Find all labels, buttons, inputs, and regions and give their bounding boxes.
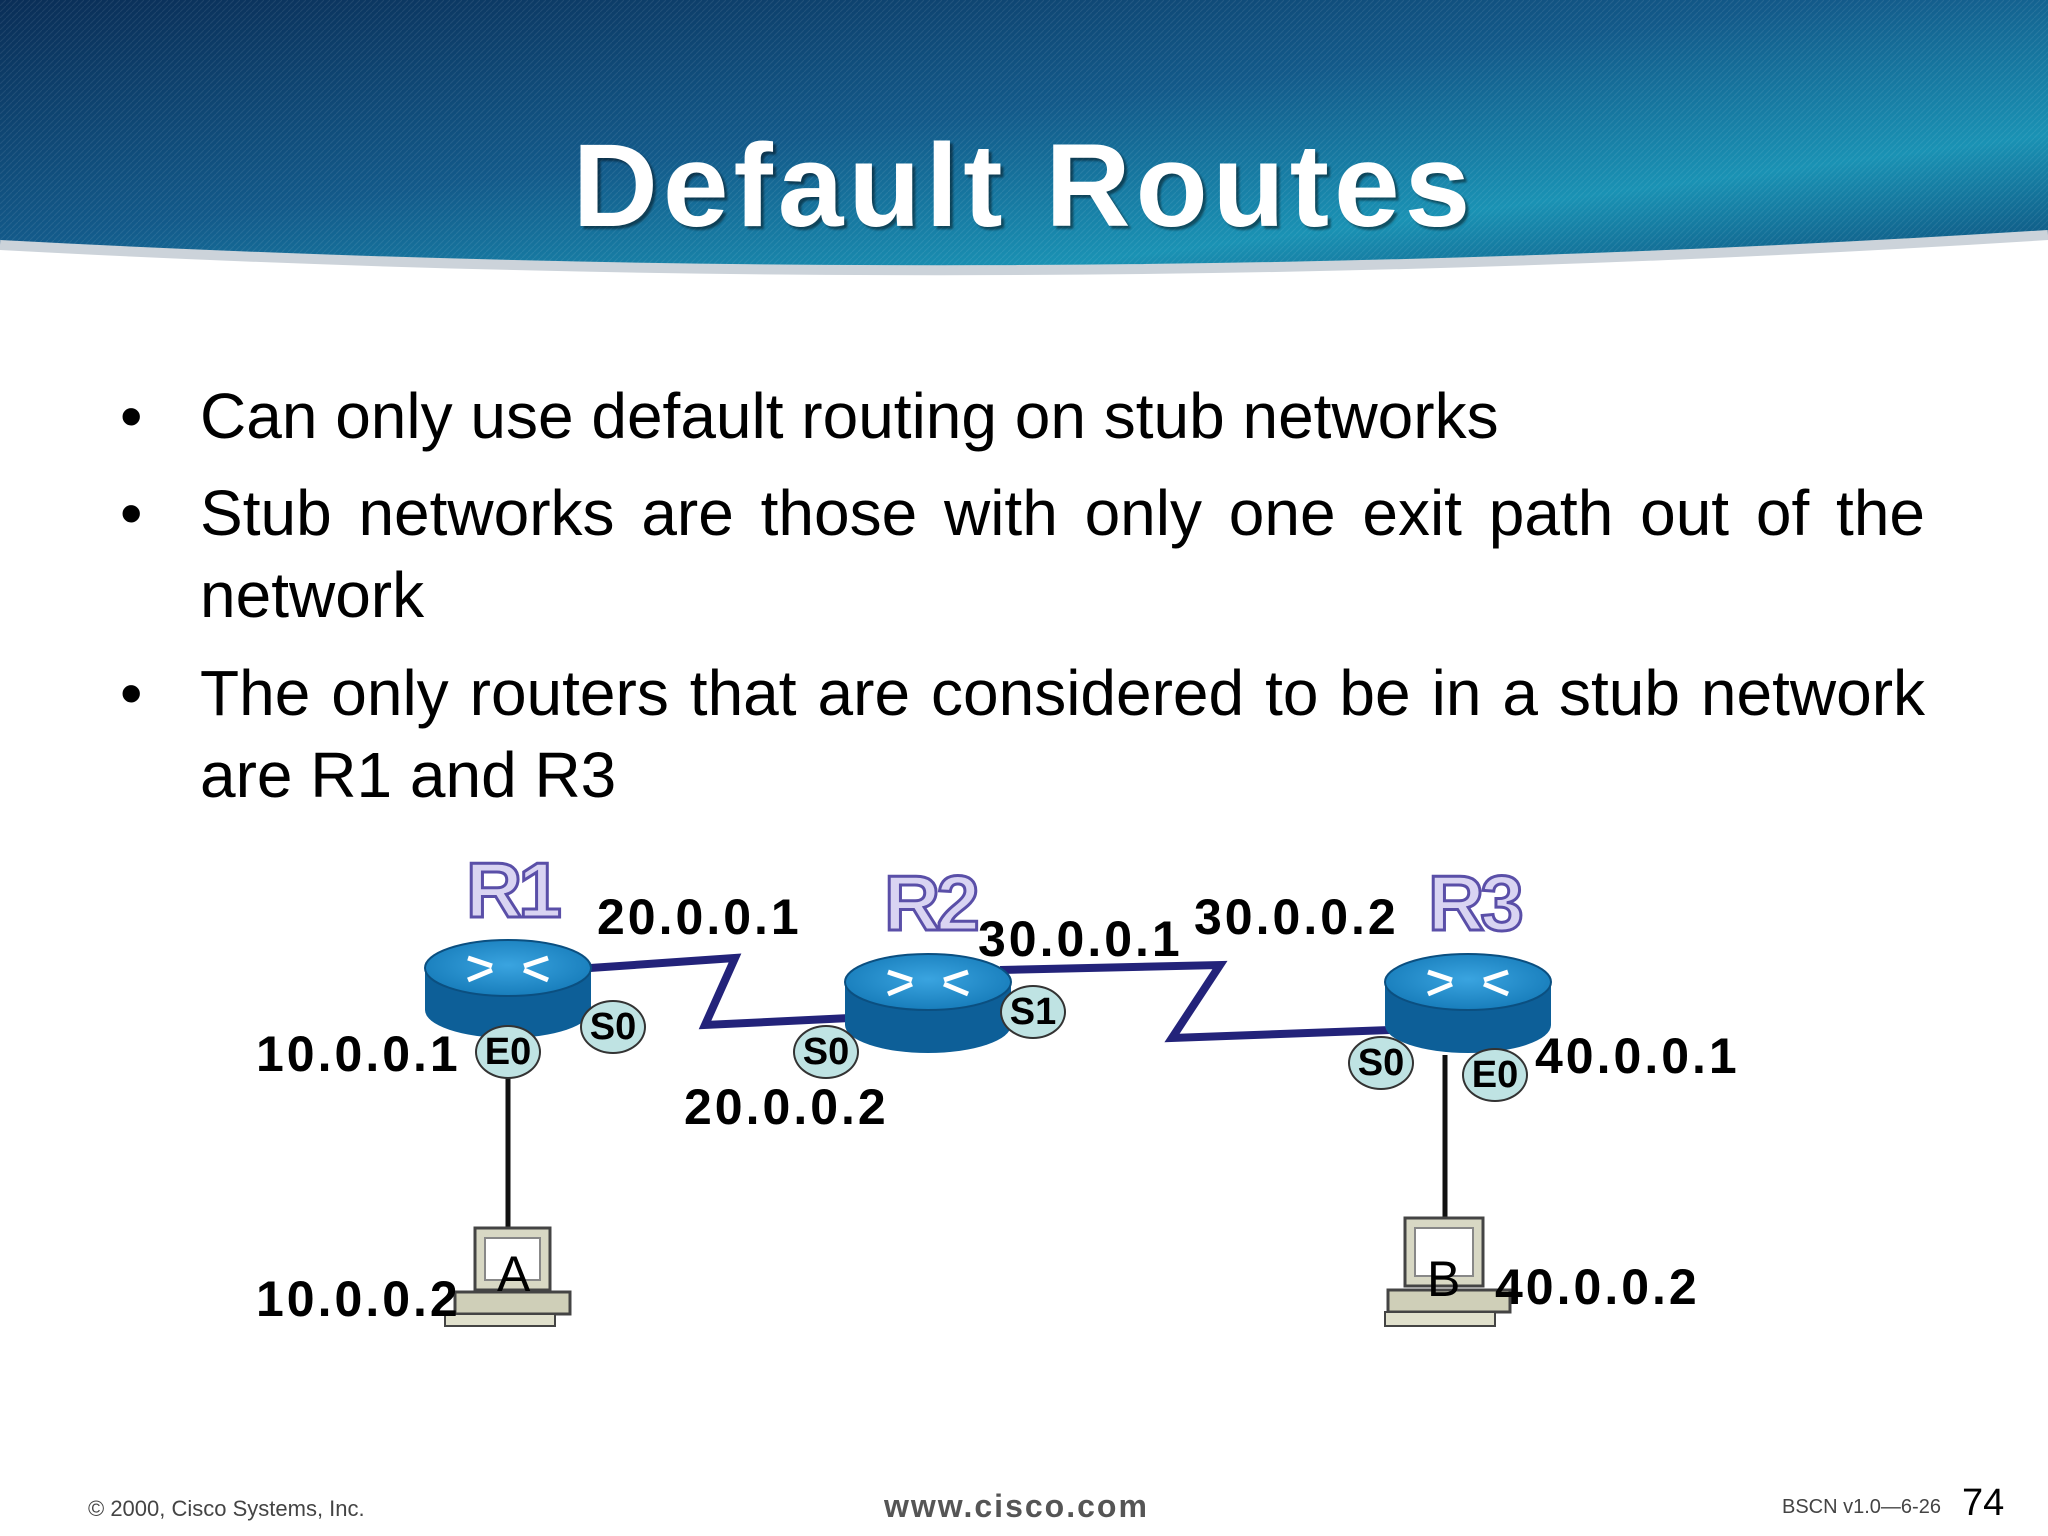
port-s0-r1: S0	[580, 1000, 646, 1054]
port-e0-r1: E0	[475, 1025, 541, 1079]
copyright-text: © 2000, Cisco Systems, Inc.	[88, 1496, 365, 1521]
bullet-text: The only routers that are considered to …	[200, 657, 1925, 811]
title-banner	[0, 0, 2048, 276]
bullet-item: • The only routers that are considered t…	[120, 652, 1925, 816]
serial-link-r2-r3	[999, 960, 1391, 1043]
website-text: www.cisco.com	[884, 1488, 1149, 1524]
router-label-r1: R1	[465, 845, 564, 936]
router-icon	[1384, 953, 1552, 1053]
router-icon	[844, 953, 1012, 1053]
address-label: 40.0.0.2	[1495, 1259, 1700, 1315]
address-label: 30.0.0.2	[1194, 889, 1399, 945]
port-e0-r3: E0	[1462, 1048, 1528, 1102]
bullet-dot-icon: •	[120, 380, 143, 452]
address-label: 10.0.0.2	[256, 1271, 461, 1327]
address-label: 20.0.0.2	[684, 1079, 889, 1135]
bullet-dot-icon: •	[120, 477, 143, 549]
router-icon	[424, 939, 592, 1038]
pc-icon	[444, 1226, 572, 1327]
port-s0-r3: S0	[1348, 1036, 1414, 1090]
host-label-b: B	[1427, 1251, 1461, 1307]
address-label: 40.0.0.1	[1535, 1028, 1740, 1084]
address-label: 10.0.0.1	[256, 1026, 461, 1082]
bullet-text: Stub networks are those with only one ex…	[200, 477, 1925, 631]
address-label: 30.0.0.1	[978, 911, 1183, 967]
router-label-r3: R3	[1427, 858, 1526, 949]
port-s1-r2: S1	[1000, 985, 1066, 1039]
host-label-a: A	[497, 1246, 531, 1302]
course-code: BSCN v1.0—6-26	[1782, 1496, 1941, 1518]
address-label: 20.0.0.1	[597, 889, 802, 945]
bullet-dot-icon: •	[120, 657, 143, 729]
pc-icon	[1384, 1216, 1512, 1327]
port-s0-r2: S0	[793, 1025, 859, 1079]
slide-title: Default Routes	[572, 120, 1476, 252]
bullet-text: Can only use default routing on stub net…	[200, 380, 1499, 452]
page-number: 74	[1962, 1482, 2005, 1524]
bullet-item: • Can only use default routing on stub n…	[120, 375, 1925, 457]
serial-link-r1-r2	[589, 953, 851, 1030]
router-label-r2: R2	[883, 858, 982, 949]
bullet-item: • Stub networks are those with only one …	[120, 472, 1925, 636]
